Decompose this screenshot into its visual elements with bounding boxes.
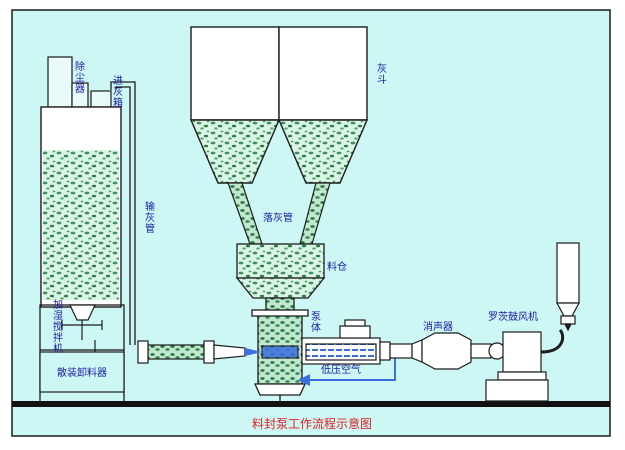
label-drop-pipe: 落灰管 (263, 211, 293, 224)
label-pump-body: 泵体 (311, 311, 321, 334)
air-pipe (389, 339, 423, 363)
label-roots-blower: 罗茨鼓风机 (488, 310, 538, 323)
ash-hopper-left (189, 26, 281, 184)
ground-line (12, 401, 610, 407)
label-ash-hopper: 灰斗 (377, 62, 387, 86)
label-ash-inlet-box: 进灰箱 (113, 75, 123, 109)
roots-blower (485, 328, 565, 402)
label-dust-collector: 除尘器 (75, 60, 85, 95)
label-bulk-unloader: 散装卸料器 (57, 366, 107, 379)
air-inlet-filter (555, 242, 581, 332)
label-humidifier-mixer: 加湿搅拌机 (53, 299, 63, 355)
pump-body (245, 309, 309, 401)
bulk-unloader (39, 351, 125, 393)
conveying-pipe (137, 340, 246, 364)
motor-housing (301, 319, 391, 365)
label-material-bin: 料仓 (327, 260, 347, 273)
label-ash-pipe: 输灰管 (145, 200, 155, 235)
ash-hopper-right (277, 26, 369, 184)
low-pressure-air-line (298, 351, 396, 386)
labels: 除尘器 进灰箱 输灰管 灰斗 泵体 加湿搅拌机 落灰管 料仓 低压空气 消声器 … (53, 60, 538, 379)
dust-collector (40, 56, 122, 308)
diagram-caption: 料封泵工作流程示意图 (252, 416, 372, 431)
label-low-pressure-air: 低压空气 (321, 363, 361, 376)
material-bin (235, 243, 326, 313)
silencer (421, 332, 506, 370)
label-silencer: 消声器 (423, 320, 453, 333)
ash-pipe (110, 81, 136, 345)
